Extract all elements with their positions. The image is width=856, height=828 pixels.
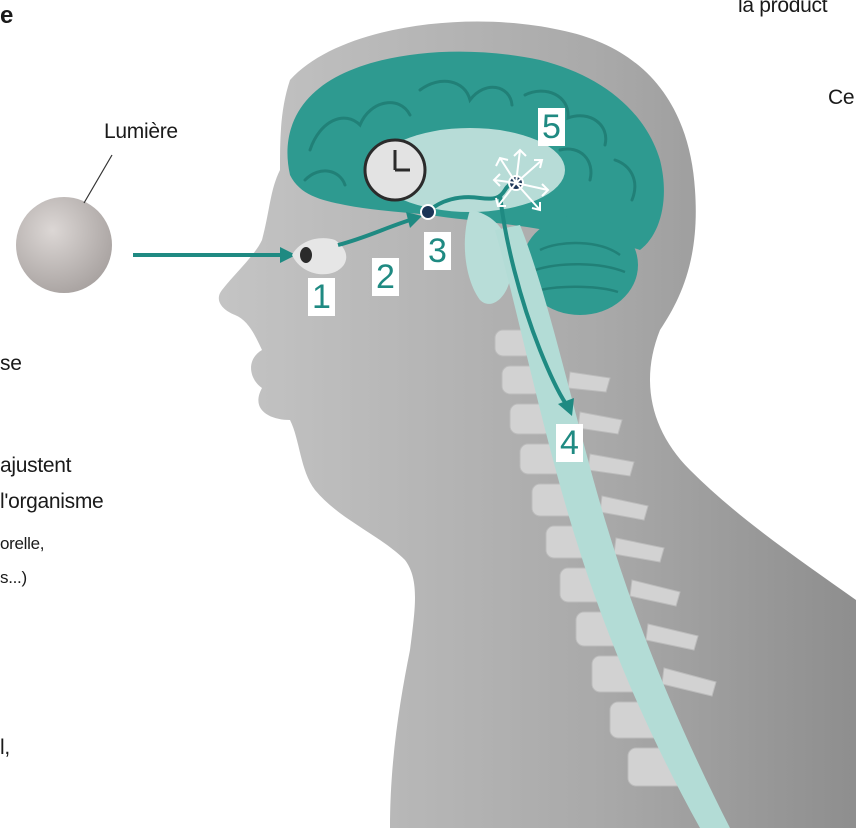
left-text-line5: s...): [0, 568, 27, 588]
light-label: Lumière: [104, 120, 178, 144]
right-fragment: Ce: [828, 86, 854, 110]
left-text-line3: l'organisme: [0, 490, 103, 514]
light-sphere: [16, 197, 112, 293]
left-text-line6: l,: [0, 736, 10, 760]
step-1-label: 1: [308, 278, 335, 316]
step-4-label: 4: [556, 424, 583, 462]
scn-node: [421, 205, 435, 219]
light-label-leader: [84, 155, 112, 203]
top-right-fragment: la product: [738, 0, 827, 18]
step-3-label: 3: [424, 232, 451, 270]
left-text-line4: orelle,: [0, 534, 44, 554]
step-2-label: 2: [372, 258, 399, 296]
left-text-line1: se: [0, 352, 22, 376]
heading-fragment: e: [0, 2, 13, 30]
left-text-line2: ajustent: [0, 454, 71, 478]
clock-icon: [365, 140, 425, 200]
step-5-label: 5: [538, 108, 565, 146]
